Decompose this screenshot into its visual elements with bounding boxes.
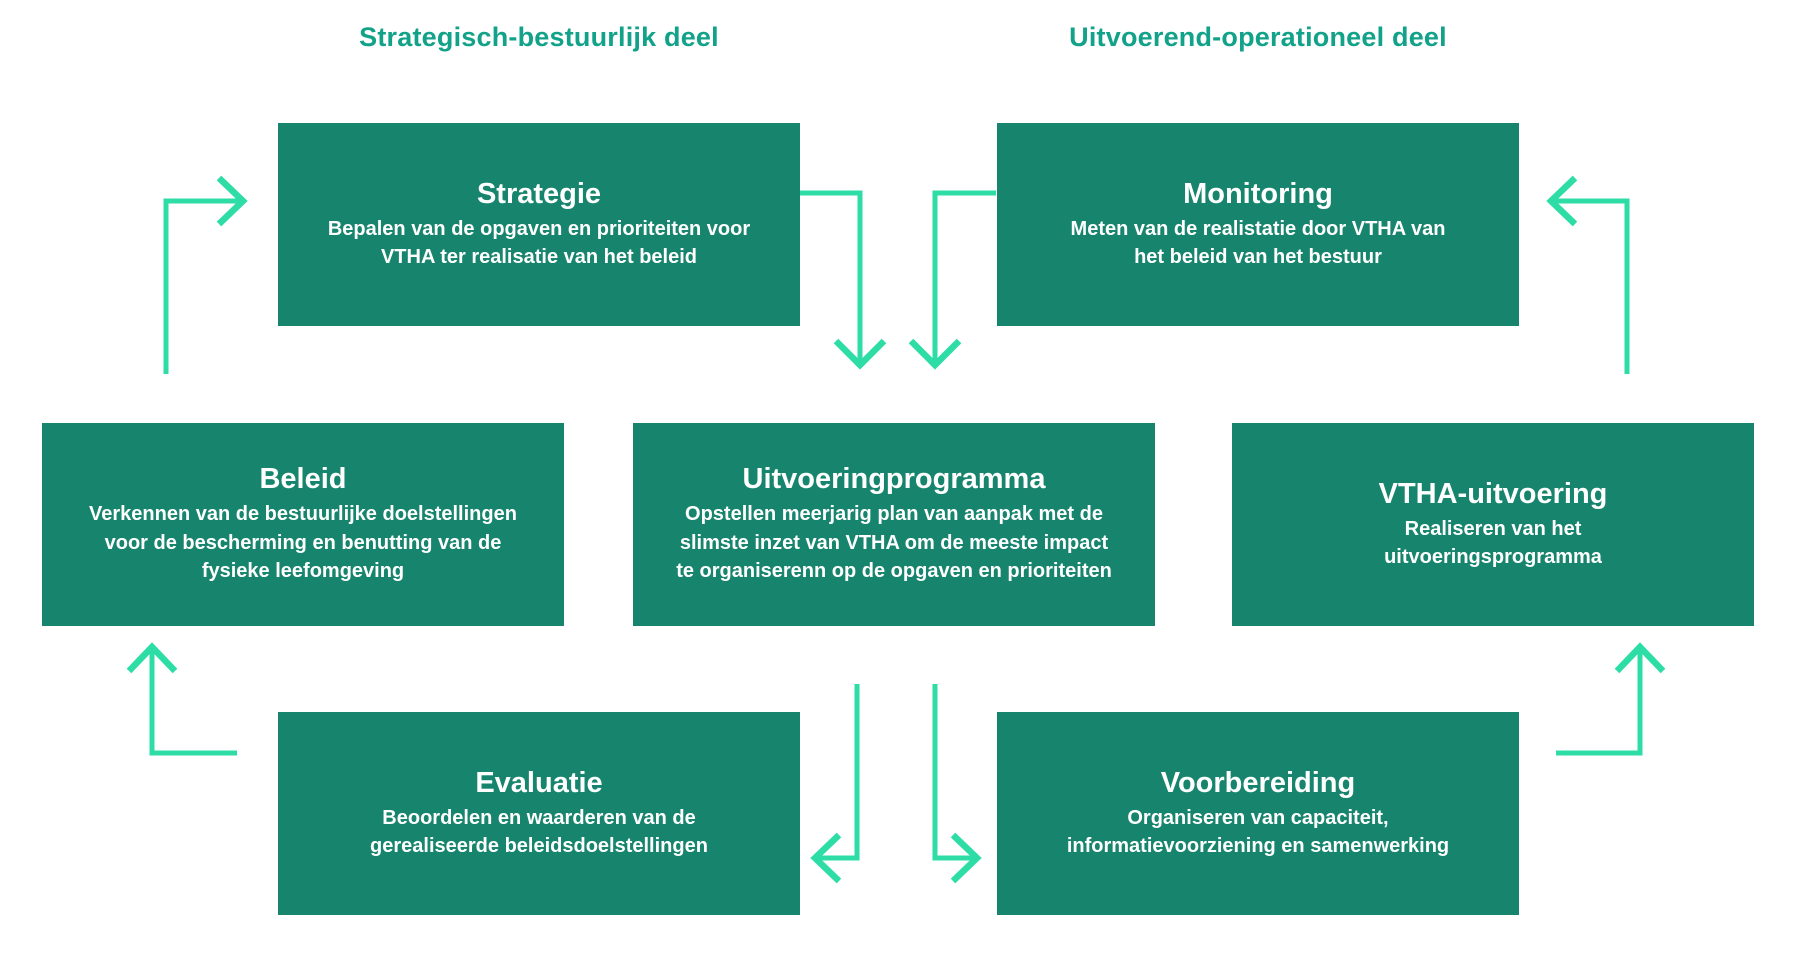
box-voorbereiding-title: Voorbereiding (1160, 766, 1356, 799)
section-header-strategic: Strategisch-bestuurlijk deel (359, 22, 719, 52)
arrow-uitvoeringprogramma-to-evaluatie (810, 684, 860, 884)
arrow-vtha-to-monitoring (1546, 175, 1630, 374)
box-uitvoeringprogramma-title: Uitvoeringprogramma (742, 463, 1046, 496)
box-vtha-uitvoering: VTHA-uitvoering Realiseren van het uitvo… (1232, 423, 1754, 626)
box-voorbereiding: Voorbereiding Organiseren van capaciteit… (997, 712, 1519, 915)
box-uitvoeringprogramma: Uitvoeringprogramma Opstellen meerjarig … (633, 423, 1155, 626)
box-voorbereiding-description: Organiseren van capaciteit, informatievo… (1066, 806, 1450, 857)
box-monitoring-title: Monitoring (1183, 177, 1333, 210)
arrow-uitvoeringprogramma-to-voorbereiding (932, 684, 982, 884)
box-beleid-title: Beleid (259, 463, 347, 496)
box-beleid: Beleid Verkennen van de bestuurlijke doe… (42, 423, 564, 626)
box-evaluatie-description: Beoordelen en waarderen van de gerealise… (370, 806, 708, 857)
box-evaluatie: Evaluatie Beoordelen en waarderen van de… (278, 712, 800, 915)
section-header-operational: Uitvoerend-operationeel deel (1069, 22, 1447, 52)
arrow-evaluatie-to-beleid (126, 642, 237, 756)
arrow-strategie-to-uitvoeringprogramma (799, 190, 887, 370)
box-monitoring: Monitoring Meten van de realistatie door… (997, 123, 1519, 326)
box-uitvoeringprogramma-description: Opstellen meerjarig plan van aanpak met … (676, 503, 1112, 583)
box-strategie: Strategie Bepalen van de opgaven en prio… (278, 123, 800, 326)
box-monitoring-description: Meten van de realistatie door VTHA van h… (1070, 217, 1446, 268)
box-beleid-description: Verkennen van de bestuurlijke doelstelli… (89, 503, 517, 583)
box-strategie-description: Bepalen van de opgaven en prioriteiten v… (327, 217, 751, 268)
box-vtha-uitvoering-description: Realiseren van het uitvoeringsprogramma (1384, 517, 1602, 568)
arrow-beleid-to-strategie (163, 175, 248, 374)
box-strategie-title: Strategie (476, 177, 602, 210)
box-vtha-uitvoering-title: VTHA-uitvoering (1378, 477, 1608, 510)
arrow-monitoring-to-uitvoeringprogramma (908, 190, 996, 370)
arrow-voorbereiding-to-vtha (1556, 642, 1666, 756)
box-evaluatie-title: Evaluatie (475, 766, 603, 799)
